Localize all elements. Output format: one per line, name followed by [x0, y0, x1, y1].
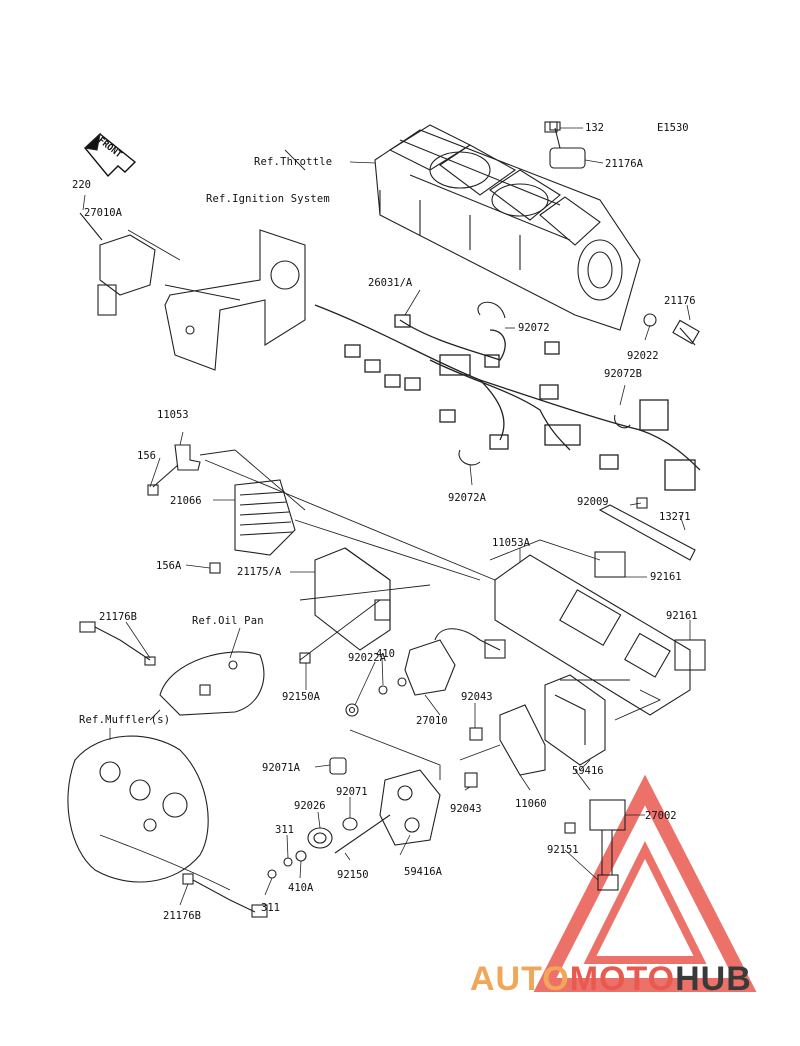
part-label-92150A: 92150A — [282, 691, 320, 703]
part-label-59416A: 59416A — [404, 866, 442, 878]
watermark-moto: MOTO — [569, 960, 676, 998]
part-label-92071A: 92071A — [262, 762, 300, 774]
coil-27010A — [79, 212, 156, 316]
part-label-11053: 11053 — [157, 409, 189, 421]
plate-11053A — [494, 554, 691, 716]
part-label-11053A: 11053A — [492, 537, 530, 549]
regulator-21066 — [234, 479, 296, 556]
part-label-92072: 92072 — [518, 322, 550, 334]
part-label-92161-b: 92161 — [666, 610, 698, 622]
part-label-21175A: 21175/A — [237, 566, 282, 578]
washers — [267, 685, 388, 879]
throttle-body — [374, 124, 641, 331]
part-label-156: 156 — [137, 450, 156, 462]
part-label-410: 410 — [376, 648, 395, 660]
ref-oil-pan: Ref.Oil Pan — [192, 615, 264, 627]
spacers-92043 — [464, 727, 483, 788]
holder-59416A — [379, 769, 441, 846]
part-label-21176B-top: 21176B — [99, 611, 137, 623]
clamps — [458, 301, 631, 466]
sensor-21176B-bottom — [182, 873, 268, 918]
guide-lines — [99, 149, 662, 891]
sensor-21176B-top — [79, 621, 156, 666]
ref-ignition-system: Ref.Ignition System — [206, 193, 330, 205]
diagram-id: E1530 — [657, 122, 689, 134]
part-label-92161-a: 92161 — [650, 571, 682, 583]
part-label-21176A: 21176A — [605, 158, 643, 170]
watermark-hub: HUB — [675, 960, 752, 998]
oil-pan — [159, 651, 265, 716]
relay-27010 — [397, 628, 506, 696]
part-label-11060: 11060 — [515, 798, 547, 810]
ecu-21175A — [314, 547, 391, 651]
sensor-21176 — [643, 313, 700, 346]
part-label-92026: 92026 — [294, 800, 326, 812]
leader-lines — [82, 127, 691, 906]
ref-throttle: Ref.Throttle — [254, 156, 333, 168]
part-label-311-b: 311 — [261, 902, 280, 914]
muffler — [67, 735, 209, 883]
bolts — [147, 121, 648, 854]
part-label-13271: 13271 — [659, 511, 691, 523]
part-label-21176B-bottom: 21176B — [163, 910, 201, 922]
part-label-21176: 21176 — [664, 295, 696, 307]
ref-mufflers: Ref.Muffler(s) — [79, 714, 171, 726]
part-label-311-a: 311 — [275, 824, 294, 836]
part-label-27010A: 27010A — [84, 207, 122, 219]
watermark-auto: AUTO — [470, 960, 570, 998]
bracket-11053 — [152, 444, 201, 488]
relay-92161-top — [594, 551, 626, 578]
part-label-92150: 92150 — [337, 869, 369, 881]
wiring-harness — [314, 304, 701, 491]
part-label-92022: 92022 — [627, 350, 659, 362]
ignition-bracket — [164, 229, 306, 371]
part-label-220: 220 — [72, 179, 91, 191]
part-label-92022A: 92022A — [348, 652, 386, 664]
stay-13271 — [598, 504, 696, 561]
part-label-92072B: 92072B — [604, 368, 642, 380]
part-label-92151: 92151 — [547, 844, 579, 856]
part-label-92071: 92071 — [336, 786, 368, 798]
part-label-27002: 27002 — [645, 810, 677, 822]
part-label-92043-b: 92043 — [450, 803, 482, 815]
sensor-21176A — [549, 121, 586, 169]
part-label-27010: 27010 — [416, 715, 448, 727]
part-label-92043-a: 92043 — [461, 691, 493, 703]
watermark-logo: AUTOMOTOHUB — [470, 960, 800, 1010]
watermark-triangle — [533, 774, 757, 992]
part-label-26031A: 26031/A — [368, 277, 413, 289]
part-label-410A: 410A — [288, 882, 314, 894]
box-59416 — [544, 674, 606, 766]
part-label-59416: 59416 — [572, 765, 604, 777]
part-label-92009: 92009 — [577, 496, 609, 508]
part-label-21066: 21066 — [170, 495, 202, 507]
part-label-132: 132 — [585, 122, 604, 134]
part-label-156A: 156A — [156, 560, 182, 572]
front-arrow-icon — [83, 132, 137, 178]
gasket-11060 — [499, 704, 546, 776]
part-label-92072A: 92072A — [448, 492, 486, 504]
